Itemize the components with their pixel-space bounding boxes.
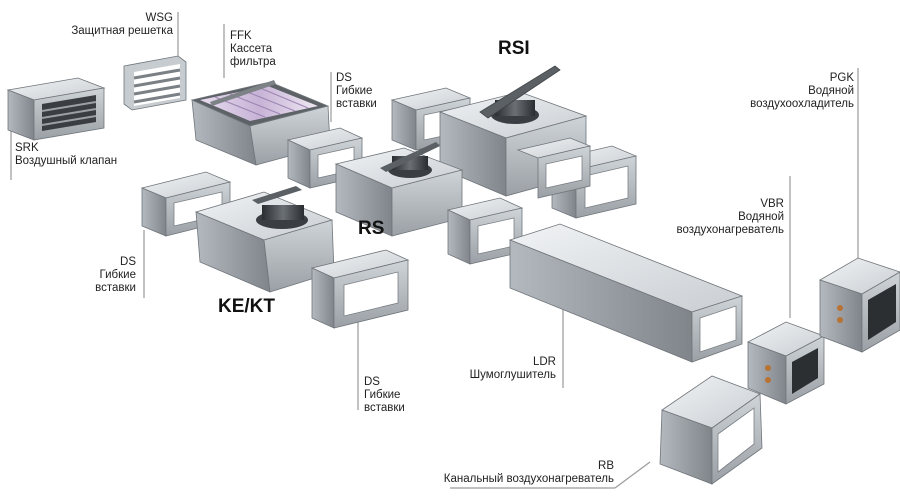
title-rs: RS	[358, 218, 385, 239]
ds-flexible-connector-icon	[310, 249, 410, 329]
label-pgk-name2: воздухоохладитель	[750, 98, 854, 110]
pgk-water-cooler-icon	[819, 257, 900, 353]
leader-lines	[10, 12, 859, 489]
label-rb-code: RB	[598, 460, 614, 472]
label-wsg: WSG Защитная решетка	[71, 12, 173, 38]
label-srk: SRK Воздушный клапан	[15, 142, 117, 168]
label-ldr-name: Шумоглушитель	[469, 369, 556, 381]
label-rb-name: Канальный воздухонагреватель	[443, 473, 614, 485]
ds-flexible-connector-icon	[516, 137, 592, 199]
label-vbr-name2: воздухонагреватель	[676, 224, 784, 236]
ds-flexible-connector-icon	[446, 197, 524, 265]
label-ds-bottom-code: DS	[364, 376, 380, 388]
ldr-silencer-icon	[508, 223, 744, 363]
rs-fan-unit-icon	[334, 142, 464, 237]
label-srk-name: Воздушный клапан	[15, 155, 118, 167]
vbr-water-heater-icon	[747, 321, 825, 405]
label-ds-left-name2: вставки	[95, 282, 136, 294]
label-ds-bottom: DS Гибкие вставки	[364, 376, 405, 415]
label-ds-top-code: DS	[336, 72, 352, 84]
label-ds-left-name1: Гибкие	[99, 269, 136, 281]
label-ds-top-name1: Гибкие	[336, 85, 373, 97]
label-ds-bottom-name1: Гибкие	[364, 389, 401, 401]
label-wsg-name: Защитная решетка	[71, 25, 173, 37]
title-ke-kt: KE/KT	[218, 296, 275, 317]
wsg-grille-icon	[123, 55, 187, 111]
ffk-filter-cassette-icon	[190, 80, 331, 166]
title-rsi: RSI	[498, 38, 530, 59]
label-ldr-code: LDR	[532, 356, 556, 368]
label-pgk-code: PGK	[829, 72, 854, 84]
srk-damper-icon	[6, 77, 106, 141]
rsi-fan-unit-icon	[438, 65, 588, 197]
label-pgk: PGK Водяной воздухоохладитель	[750, 72, 854, 111]
label-ds-top: DS Гибкие вставки	[336, 72, 377, 111]
label-ffk-name1: Кассета	[230, 43, 273, 55]
label-srk-code: SRK	[15, 142, 39, 154]
label-wsg-code: WSG	[145, 12, 173, 24]
label-pgk-name1: Водяной	[808, 85, 854, 97]
label-vbr-name1: Водяной	[738, 211, 784, 223]
label-ds-bottom-name2: вставки	[364, 402, 405, 414]
label-vbr-code: VBR	[760, 198, 784, 210]
label-ffk-name2: фильтра	[230, 56, 276, 68]
label-rb: RB Канальный воздухонагреватель	[444, 460, 614, 486]
label-ds-left-code: DS	[120, 256, 136, 268]
label-ds-top-name2: вставки	[336, 98, 377, 110]
label-ffk: FFK Кассета фильтра	[230, 30, 276, 69]
rb-duct-heater-icon	[659, 375, 763, 485]
label-ldr: LDR Шумоглушитель	[470, 356, 556, 382]
label-ffk-code: FFK	[230, 30, 252, 42]
label-vbr: VBR Водяной воздухонагреватель	[677, 198, 784, 237]
label-ds-left: DS Гибкие вставки	[95, 256, 136, 295]
